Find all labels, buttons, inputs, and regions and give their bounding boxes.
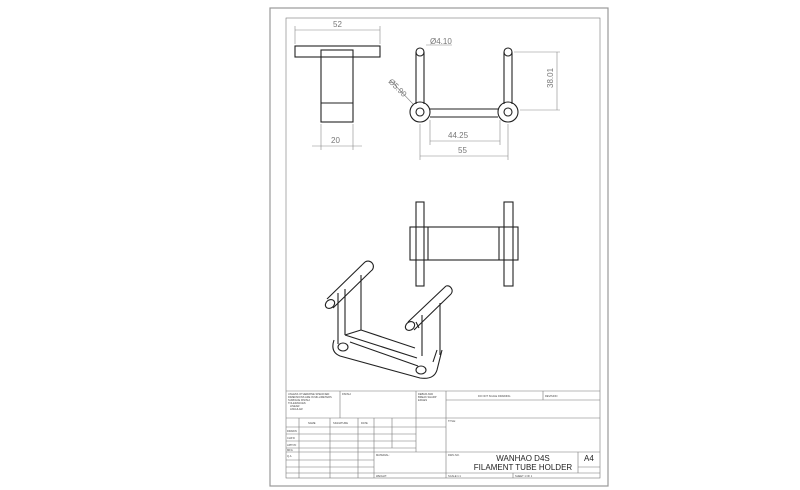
col-header-date: DATE <box>361 421 368 425</box>
sheet-size: A4 <box>584 454 594 463</box>
inner-border <box>285 17 601 479</box>
tolerance-note-2: DIMENSIONS ARE IN MILLIMETERS <box>288 395 332 399</box>
drawing-title-line1: WANHAO D4S <box>496 454 550 463</box>
tolerance-note-4: TOLERANCES: <box>288 401 307 405</box>
row-label-mfg: MFG <box>287 448 293 452</box>
tolerance-note-6: ANGULAR: <box>290 407 304 411</box>
tolerance-note-5: LINEAR: <box>290 404 300 408</box>
dim-overall-width: 52 <box>333 20 342 29</box>
dim-body-width: 20 <box>331 136 340 145</box>
outer-border <box>269 7 609 487</box>
deburr-note-3: EDGES <box>418 398 427 402</box>
deburr-note-1: DEBUR AND <box>418 392 433 396</box>
scale-label: SCALE:1:1 <box>448 474 461 478</box>
tolerance-note-3: SURFACE FINISH: <box>288 398 310 402</box>
isometric-view <box>324 260 453 379</box>
row-label-approved: APPV'D <box>287 443 296 447</box>
dim-post-height: 38.01 <box>546 67 555 88</box>
deburr-note-2: BREAK SHARP <box>418 395 437 399</box>
sheet-label: SHEET 1 OF 1 <box>515 474 533 478</box>
do-not-scale-label: DO NOT SCALE DRAWING <box>478 394 510 398</box>
dim-center-span: 55 <box>458 146 467 155</box>
col-header-name: NAME <box>308 421 316 425</box>
title-block: UNLESS OTHERWISE SPECIFIED: DIMENSIONS A… <box>286 390 600 478</box>
col-header-signature: SIGNATURE <box>333 421 348 425</box>
material-label: MATERIAL: <box>376 453 390 457</box>
top-view <box>409 201 519 287</box>
dwg-no-label: DWG NO. <box>448 453 460 457</box>
drawing-title-line2: FILAMENT TUBE HOLDER <box>474 463 573 472</box>
revision-label: REVISION <box>545 394 558 398</box>
row-label-drawn: DRAWN <box>287 429 297 433</box>
dim-small-hole: Ø4.10 <box>430 37 452 46</box>
side-view: 52 20 <box>294 20 381 150</box>
dim-inner-span: 44.25 <box>448 131 469 140</box>
row-label-qa: Q.A <box>287 454 292 458</box>
tolerance-note-1: UNLESS OTHERWISE SPECIFIED: <box>288 392 330 396</box>
title-label: TITLE: <box>448 419 456 423</box>
row-label-checked: CHK'D <box>287 436 295 440</box>
finish-label: FINISH: <box>342 392 352 396</box>
weight-label: WEIGHT: <box>376 474 387 478</box>
front-view: Ø4.10 Ø5.90 38.01 44.25 55 <box>387 37 560 160</box>
